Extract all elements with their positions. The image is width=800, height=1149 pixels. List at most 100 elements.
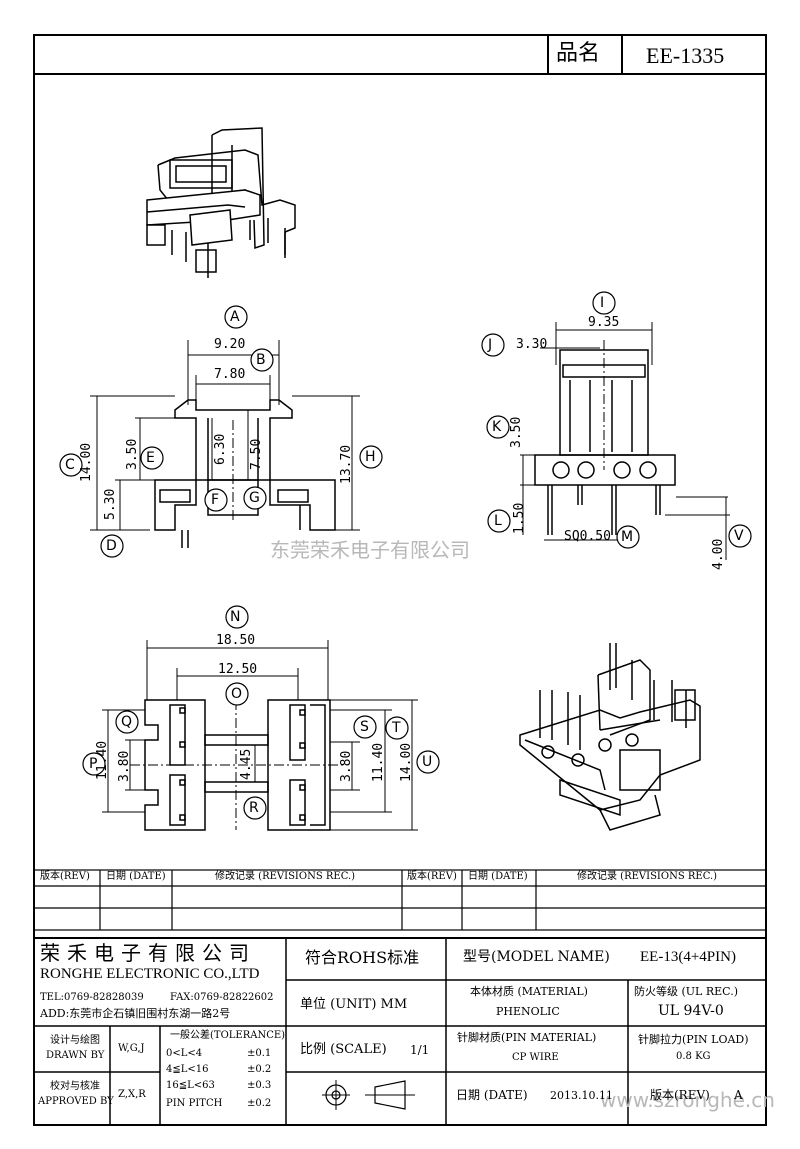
revision-table xyxy=(33,869,767,931)
title-block xyxy=(34,937,766,1125)
date-header-right: 日期 (DATE) xyxy=(468,871,528,882)
dim-G: 7.50 xyxy=(249,438,264,470)
watermark-url: www.szronghe.cn xyxy=(600,1088,775,1112)
rev-value: A xyxy=(734,1088,743,1102)
model-label: 型号(MODEL NAME) xyxy=(463,949,610,965)
tolerance-title: 一般公差(TOLERANCE) xyxy=(170,1030,286,1041)
callout-O: O xyxy=(231,686,243,702)
dim-C: 14.00 xyxy=(79,442,94,482)
pin-material-label: 针脚材质(PIN MATERIAL) xyxy=(457,1031,597,1044)
rev-label: 版本(REV) xyxy=(650,1088,710,1102)
callout-E: E xyxy=(146,450,155,466)
callout-J: J xyxy=(488,337,493,353)
dim-Q: 3.80 xyxy=(117,750,132,782)
callout-U: U xyxy=(422,754,433,770)
iso-view-top xyxy=(146,127,296,278)
dim-S: 3.80 xyxy=(339,750,354,782)
tolerance-value-1: ±0.2 xyxy=(247,1064,272,1075)
fire-value: UL 94V-0 xyxy=(658,1003,724,1019)
callout-T: T xyxy=(392,720,401,736)
scale-label: 比例 (SCALE) xyxy=(300,1042,387,1057)
material-value: PHENOLIC xyxy=(496,1005,560,1018)
dim-L: 1.50 xyxy=(512,502,527,534)
scale-value: 1/1 xyxy=(410,1043,430,1057)
tolerance-range-0: 0<L<4 xyxy=(166,1048,203,1059)
check-label-en: APPROVED BY xyxy=(38,1096,114,1107)
company-fax: FAX:0769-82822602 xyxy=(170,992,274,1003)
fire-label: 防火等级 (UL REC.) xyxy=(634,985,738,998)
tolerance-value-2: ±0.3 xyxy=(247,1080,272,1091)
dim-P: 11.40 xyxy=(95,740,110,780)
design-label-cn: 设计与绘图 xyxy=(50,1035,100,1046)
tolerance-range-1: 4≦L<16 xyxy=(166,1064,209,1075)
tolerance-range-3: PIN PITCH xyxy=(166,1098,223,1109)
date-value: 2013.10.11 xyxy=(550,1089,613,1102)
callout-M: M xyxy=(621,529,634,545)
dim-N: 18.50 xyxy=(216,633,256,648)
pin-material-value: CP WIRE xyxy=(512,1052,559,1063)
callout-I: I xyxy=(600,295,605,311)
design-label-en: DRAWN BY xyxy=(46,1050,105,1061)
callout-F: F xyxy=(211,492,220,508)
callout-H: H xyxy=(365,449,376,465)
rev-header-left: 版本(REV) xyxy=(40,871,90,882)
company-cn: 荣禾电子有限公司 xyxy=(40,941,256,965)
dim-M: SQ0.50 xyxy=(564,529,611,544)
tolerance-value-3: ±0.2 xyxy=(247,1098,272,1109)
rec-header-left: 修改记录 (REVISIONS REC.) xyxy=(215,871,356,882)
dim-T: 11.40 xyxy=(371,742,386,782)
rev-header-right: 版本(REV) xyxy=(407,871,457,882)
date-header-left: 日期 (DATE) xyxy=(106,871,166,882)
callout-N: N xyxy=(230,609,241,625)
model-value: EE-13(4+4PIN) xyxy=(640,949,736,965)
watermark-company: 东莞荣禾电子有限公司 xyxy=(270,538,470,562)
dim-U: 14.00 xyxy=(399,742,414,782)
dim-K: 3.50 xyxy=(509,416,524,448)
company-tel: TEL:0769-82828039 xyxy=(40,992,144,1003)
unit-label: 单位 (UNIT) MM xyxy=(300,997,408,1012)
dim-B: 7.80 xyxy=(214,367,246,382)
product-name-label: 品名 xyxy=(556,41,601,66)
dim-D: 5.30 xyxy=(103,488,118,520)
check-value: Z,X,R xyxy=(118,1089,146,1100)
callout-A: A xyxy=(230,309,240,325)
pin-load-label: 针脚拉力(PIN LOAD) xyxy=(638,1033,749,1046)
callout-R: R xyxy=(249,800,259,816)
dim-J: 3.30 xyxy=(516,337,548,352)
dim-V: 4.00 xyxy=(711,538,726,570)
iso-view-bottom xyxy=(519,643,701,831)
callout-D: D xyxy=(106,538,117,554)
check-label-cn: 校对与核准 xyxy=(50,1081,100,1092)
date-label: 日期 (DATE) xyxy=(456,1088,528,1102)
dim-A: 9.20 xyxy=(214,337,246,352)
tolerance-value-0: ±0.1 xyxy=(247,1048,272,1059)
callout-L: L xyxy=(494,513,502,529)
dim-H: 13.70 xyxy=(339,444,354,484)
dim-O: 12.50 xyxy=(218,662,258,677)
dim-E: 3.50 xyxy=(125,438,140,470)
callout-K: K xyxy=(492,419,502,435)
callout-B: B xyxy=(256,352,266,368)
material-label: 本体材质 (MATERIAL) xyxy=(470,985,588,998)
design-value: W,G,J xyxy=(118,1043,145,1054)
product-name: EE-1335 xyxy=(646,43,725,68)
callout-Q: Q xyxy=(121,714,133,730)
callout-C: C xyxy=(65,457,75,473)
side-view xyxy=(520,322,730,560)
dim-F: 6.30 xyxy=(213,433,228,465)
company-address: ADD:东莞市企石镇旧围村东湖一路2号 xyxy=(40,1007,231,1020)
callout-circles xyxy=(59,291,752,820)
tolerance-range-2: 16≦L<63 xyxy=(166,1080,215,1091)
dim-R: 4.45 xyxy=(239,748,254,780)
callout-V: V xyxy=(734,528,744,544)
front-view xyxy=(90,340,360,548)
callout-G: G xyxy=(249,490,260,506)
bottom-view xyxy=(102,640,418,831)
dim-I: 9.35 xyxy=(588,315,620,330)
callout-P: P xyxy=(89,756,98,772)
company-en: RONGHE ELECTRONIC CO.,LTD xyxy=(40,966,260,982)
rec-header-right: 修改记录 (REVISIONS REC.) xyxy=(577,871,718,882)
rohs-label: 符合ROHS标准 xyxy=(305,948,420,967)
callout-S: S xyxy=(360,719,369,735)
